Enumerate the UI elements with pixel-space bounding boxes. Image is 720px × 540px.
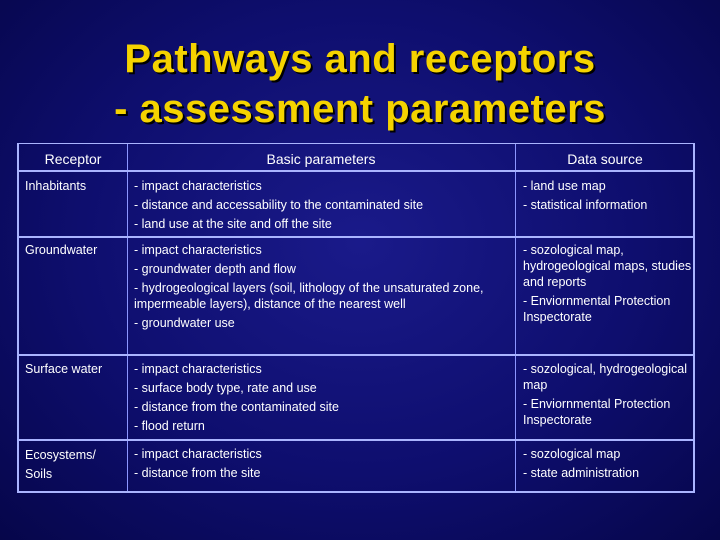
parameter-item: - impact characteristics: [134, 447, 262, 461]
source-item: - sozological map: [523, 447, 621, 461]
parameter-item: - surface body type, rate and use: [134, 381, 317, 395]
source-item: - sozological, hydrogeological map: [523, 362, 687, 392]
source-cell: - sozological map - state administration: [523, 446, 695, 484]
receptor-cell: Surface water: [25, 362, 103, 376]
row-divider: [19, 236, 693, 238]
row-divider: [19, 354, 693, 356]
parameters-cell: - impact characteristics - distance from…: [134, 446, 509, 484]
assessment-table: Receptor Basic parameters Data source In…: [17, 143, 695, 493]
parameter-item: - distance and accessability to the cont…: [134, 198, 424, 212]
parameter-item: - flood return: [134, 419, 205, 433]
slide-title: Pathways and receptors - assessment para…: [0, 34, 720, 134]
parameters-cell: - impact characteristics - groundwater d…: [134, 242, 509, 334]
source-item: - statistical information: [523, 198, 648, 212]
source-cell: - sozological, hydrogeological map - Env…: [523, 361, 695, 428]
row-divider: [19, 439, 693, 441]
parameter-item: - groundwater use: [134, 316, 235, 330]
title-line-2: - assessment parameters: [114, 87, 606, 131]
receptor-cell: Inhabitants: [25, 179, 87, 193]
parameter-item: - impact characteristics: [134, 243, 262, 257]
receptor-cell: Groundwater: [25, 243, 98, 257]
parameter-item: - impact characteristics: [134, 362, 262, 376]
source-cell: - land use map - statistical information: [523, 178, 695, 216]
parameter-item: - groundwater depth and flow: [134, 262, 296, 276]
receptor-cell: Ecosystems/ Soils: [25, 448, 96, 481]
source-item: - land use map: [523, 179, 606, 193]
parameter-item: - hydrogeological layers (soil, litholog…: [134, 281, 484, 311]
header-data-source: Data source: [567, 151, 643, 167]
source-item: - sozological map, hydrogeological maps,…: [523, 243, 692, 289]
header-divider: [19, 170, 693, 172]
column-divider: [127, 144, 128, 491]
parameter-item: - distance from the contaminated site: [134, 400, 339, 414]
source-item: - Enviornmental Protection Inspectorate: [523, 294, 671, 324]
source-item: - Enviornmental Protection Inspectorate: [523, 397, 671, 427]
parameters-cell: - impact characteristics - distance and …: [134, 178, 509, 235]
parameter-item: - land use at the site and off the site: [134, 217, 332, 231]
source-item: - state administration: [523, 466, 640, 480]
parameter-item: - distance from the site: [134, 466, 261, 480]
column-divider: [515, 144, 516, 491]
header-receptor: Receptor: [44, 151, 102, 167]
parameter-item: - impact characteristics: [134, 179, 262, 193]
parameters-cell: - impact characteristics - surface body …: [134, 361, 509, 437]
title-line-1: Pathways and receptors: [124, 37, 596, 81]
source-cell: - sozological map, hydrogeological maps,…: [523, 242, 695, 325]
header-basic-parameters: Basic parameters: [266, 151, 376, 167]
